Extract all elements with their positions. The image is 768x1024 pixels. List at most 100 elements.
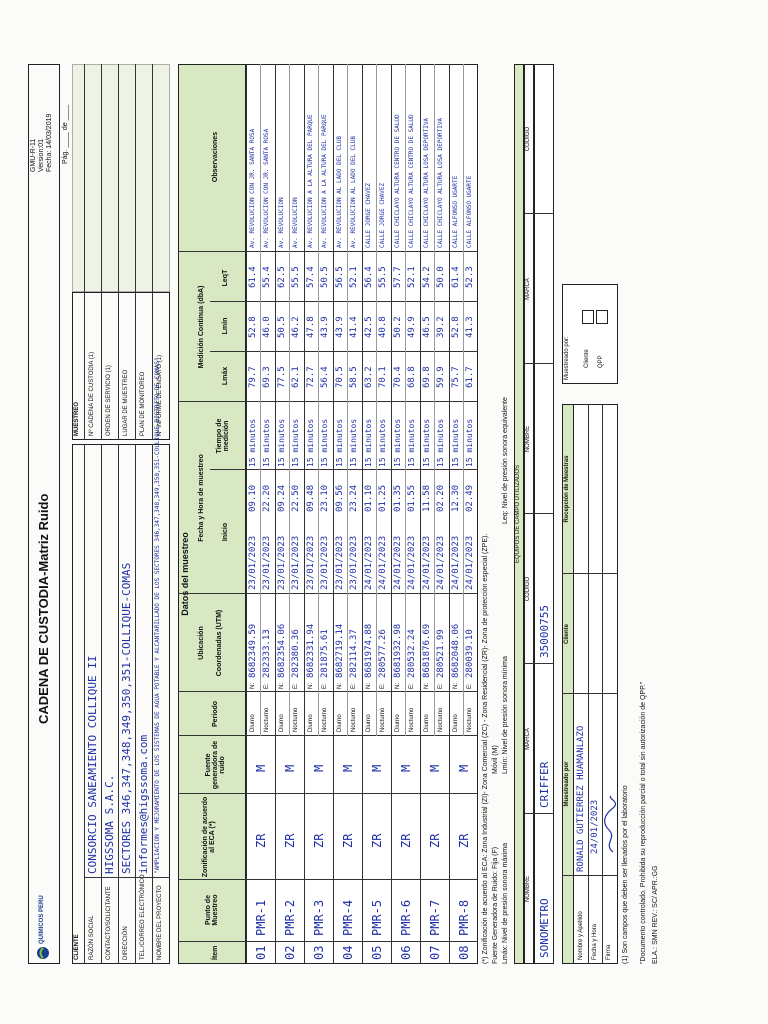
observation: CALLE JORGE CHAVEZ xyxy=(379,182,386,248)
coord-east: 282114.37 xyxy=(349,629,359,678)
zoning-value: ZR xyxy=(399,833,413,848)
logo-text: QUIMICOS PERU xyxy=(39,895,45,944)
lmin-value: 46.0 xyxy=(262,316,272,338)
client-field-label: TEL./CORREO ELECTRÓNICO xyxy=(140,874,146,960)
lmax-value: 58.5 xyxy=(349,366,359,388)
zoning-value: ZR xyxy=(254,833,268,848)
noise-source: M xyxy=(341,764,355,772)
lmin-value: 52.8 xyxy=(248,316,258,338)
footer-note-3: ELA.: SMN REV.: SC/ APR.:GG xyxy=(652,865,659,964)
col-lmax-header: Lmáx xyxy=(222,366,229,386)
checkbox-cliente[interactable] xyxy=(582,310,594,324)
note-leq: Leq: Nivel de presión sonora equivalente xyxy=(502,397,509,524)
table-row-line xyxy=(420,64,421,964)
lmin-value: 46.2 xyxy=(291,316,301,338)
zoning-value: ZR xyxy=(370,833,384,848)
equipment-row xyxy=(534,64,554,964)
observation: CALLE JORGE CHAVEZ xyxy=(365,182,372,248)
sampling-field-label: LUGAR DE MUESTREO xyxy=(123,369,129,436)
sampling-row-line xyxy=(101,64,102,440)
item-number: 06 xyxy=(399,945,413,960)
measure-time: 15 minutos xyxy=(393,418,402,467)
sampling-field-label: Nº CADENA DE CUSTODIA (1) xyxy=(89,351,95,436)
coord-north: 8682349.59 xyxy=(248,623,258,678)
item-number: 01 xyxy=(254,945,268,960)
page-counter: Pág. ____ de ____ xyxy=(62,104,69,164)
coord-n-prefix: N: xyxy=(279,683,285,689)
equipment-codigo-value: 35000755 xyxy=(538,605,551,658)
col-zonif-header: Zonificación de acuerdo al ECA (*) xyxy=(202,796,216,878)
observation: Av. REVOLUCION xyxy=(292,197,299,248)
period-nocturno: Nocturno xyxy=(438,707,444,732)
equipment-col-label: CÓDIGO xyxy=(525,126,531,152)
sig-fecha-value: 24/01/2023 xyxy=(590,799,600,854)
sampling-row-line xyxy=(152,64,153,440)
observation: CALLE CHICLAYO ALTURA CENTRO DE SALUD xyxy=(394,114,401,248)
sig-col-divider xyxy=(562,875,618,876)
period-diurno: Diurno xyxy=(424,714,430,732)
col-inicio-header: Inicio xyxy=(222,522,229,542)
client-field-value: CONSORCIO SANEAMIENTO COLLIQUE II xyxy=(86,655,99,874)
client-row-line xyxy=(84,444,85,964)
leqt-value: 52.1 xyxy=(349,266,359,288)
period-diurno: Diurno xyxy=(279,714,285,732)
lmin-value: 39.2 xyxy=(436,316,446,338)
col-item-header: Ítem xyxy=(212,945,219,960)
equipment-col-label: CÓDIGO xyxy=(525,576,531,602)
leqt-value: 61.4 xyxy=(451,266,461,288)
note-movil: Móvil (M) xyxy=(492,745,499,774)
zoning-value: ZR xyxy=(341,833,355,848)
sampling-row-line xyxy=(135,64,136,440)
lmax-value: 72.7 xyxy=(306,366,316,388)
start-hour: 02.49 xyxy=(465,484,475,512)
client-field-value: SECTORES 346,347,348,349,350,351-COLLIQU… xyxy=(120,562,133,874)
coord-e-prefix: E: xyxy=(293,683,299,689)
equipment-col-divider xyxy=(524,213,554,214)
table-subrow-line xyxy=(347,64,348,736)
noise-source: M xyxy=(428,764,442,772)
coord-n-prefix: N: xyxy=(424,683,430,689)
col-medicion-header: Medición Continua (dbA) xyxy=(198,285,205,369)
leqt-value: 54.2 xyxy=(422,266,432,288)
company-logo: QUIMICOS PERU xyxy=(36,894,52,960)
table-row-line xyxy=(362,64,363,964)
measure-time: 15 minutos xyxy=(378,418,387,467)
col-ubicacion-header: Ubicación xyxy=(198,626,205,660)
col-periodo-header: Periodo xyxy=(212,700,219,728)
measure-time: 15 minutos xyxy=(320,418,329,467)
measure-time: 15 minutos xyxy=(335,418,344,467)
start-hour: 23.10 xyxy=(320,484,330,512)
client-field-label: RAZÓN SOCIAL xyxy=(89,915,95,960)
coord-east: 280577.26 xyxy=(378,629,388,678)
coord-e-prefix: E: xyxy=(409,683,415,689)
coord-north: 8681932.98 xyxy=(393,623,403,678)
start-date: 23/01/2023 xyxy=(335,535,345,590)
equipment-label: EQUIPOS DE CAMPO UTILIZADOS xyxy=(515,465,521,564)
coord-n-prefix: N: xyxy=(308,683,314,689)
period-nocturno: Nocturno xyxy=(467,707,473,732)
table-row-line xyxy=(391,64,392,964)
coord-e-prefix: E: xyxy=(380,683,386,689)
coord-n-prefix: N: xyxy=(453,683,459,689)
sig-row-firma: Firma xyxy=(606,944,612,960)
lmax-value: 63.2 xyxy=(364,366,374,388)
handwritten-signature xyxy=(604,795,617,853)
observation: Av. REVOLUCION xyxy=(278,197,285,248)
lmin-value: 43.9 xyxy=(335,316,345,338)
sampling-field-label: ORDEN DE SERVICIO (1) xyxy=(106,365,112,436)
col-coord-header: Coordenadas (UTM) xyxy=(216,609,223,677)
recepcion-label: Recepción de Muestras xyxy=(564,455,570,523)
client-field-value: informes@higssoma.com xyxy=(137,734,150,874)
start-hour: 11.58 xyxy=(422,484,432,512)
zoning-value: ZR xyxy=(457,833,471,848)
lmax-value: 68.8 xyxy=(407,366,417,388)
doc-code: GMU-R-11 xyxy=(30,138,37,172)
observation: Av. REVOLUCION CON JR. SANTA ROSA xyxy=(249,128,256,248)
period-nocturno: Nocturno xyxy=(351,707,357,732)
leqt-value: 52.3 xyxy=(465,266,475,288)
client-field-label: DIRECCIÓN xyxy=(123,926,129,960)
lmin-value: 42.5 xyxy=(364,316,374,338)
period-nocturno: Nocturno xyxy=(264,707,270,732)
checkbox-qpp[interactable] xyxy=(596,310,608,324)
leqt-value: 57.4 xyxy=(306,266,316,288)
